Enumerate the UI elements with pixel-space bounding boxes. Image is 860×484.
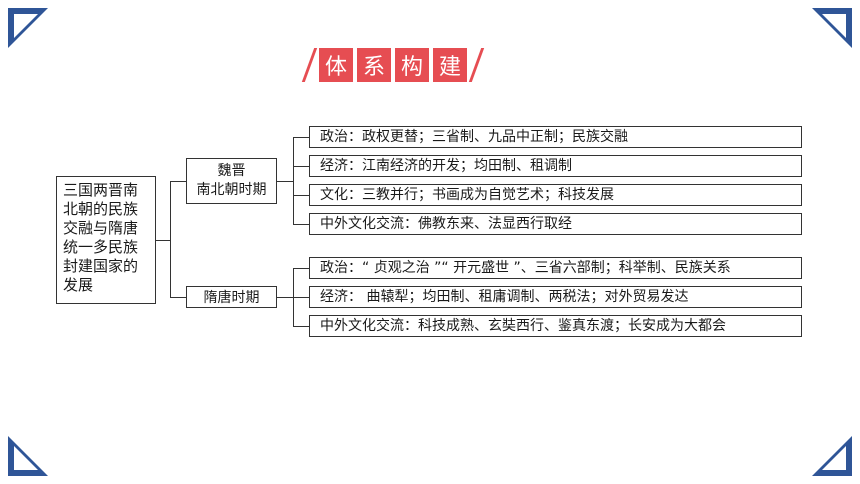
title-char: 系 bbox=[357, 48, 391, 82]
title-char: 构 bbox=[395, 48, 429, 82]
leaf-node: 政治：“ 贞观之治 ”“ 开元盛世 ”、三省六部制；科举制、民族关系 bbox=[309, 257, 802, 279]
connector bbox=[170, 181, 171, 297]
connector bbox=[293, 137, 294, 225]
connector bbox=[156, 240, 170, 241]
connector bbox=[170, 181, 186, 182]
corner-cut bbox=[14, 446, 38, 470]
root-node: 三国两晋南北朝的民族交融与隋唐统一多民族封建国家的发展 bbox=[56, 176, 156, 304]
connector bbox=[170, 297, 186, 298]
title-char: 建 bbox=[433, 48, 467, 82]
section-title: 体 系 构 建 bbox=[301, 46, 485, 84]
connector bbox=[277, 297, 293, 298]
leaf-node: 经济：江南经济的开发；均田制、租调制 bbox=[309, 155, 802, 177]
connector bbox=[277, 181, 293, 182]
connector bbox=[293, 166, 309, 167]
branch-node-suitang: 隋唐时期 bbox=[186, 286, 277, 308]
corner-cut bbox=[822, 446, 846, 470]
connector bbox=[293, 268, 309, 269]
connector bbox=[293, 297, 309, 298]
leaf-node: 政治：政权更替；三省制、九品中正制；民族交融 bbox=[309, 126, 802, 148]
title-slash-left bbox=[301, 48, 318, 82]
corner-cut bbox=[14, 14, 38, 38]
connector bbox=[293, 195, 309, 196]
branch-label-line2: 南北朝时期 bbox=[196, 182, 267, 198]
leaf-node: 中外文化交流：佛教东来、法显西行取经 bbox=[309, 213, 802, 235]
branch-label-line1: 魏晋 bbox=[217, 163, 246, 179]
branch-node-weijin: 魏晋 南北朝时期 bbox=[186, 158, 277, 204]
title-char: 体 bbox=[319, 48, 353, 82]
connector bbox=[293, 326, 309, 327]
connector bbox=[293, 224, 309, 225]
corner-cut bbox=[822, 14, 846, 38]
title-slash-right bbox=[468, 48, 485, 82]
connector bbox=[293, 137, 309, 138]
leaf-node: 中外文化交流：科技成熟、玄奘西行、鉴真东渡；长安成为大都会 bbox=[309, 315, 802, 337]
leaf-node: 经济： 曲辕犁；均田制、租庸调制、两税法；对外贸易发达 bbox=[309, 286, 802, 308]
leaf-node: 文化：三教并行；书画成为自觉艺术；科技发展 bbox=[309, 184, 802, 206]
title-text: 体 系 构 建 bbox=[319, 48, 467, 82]
